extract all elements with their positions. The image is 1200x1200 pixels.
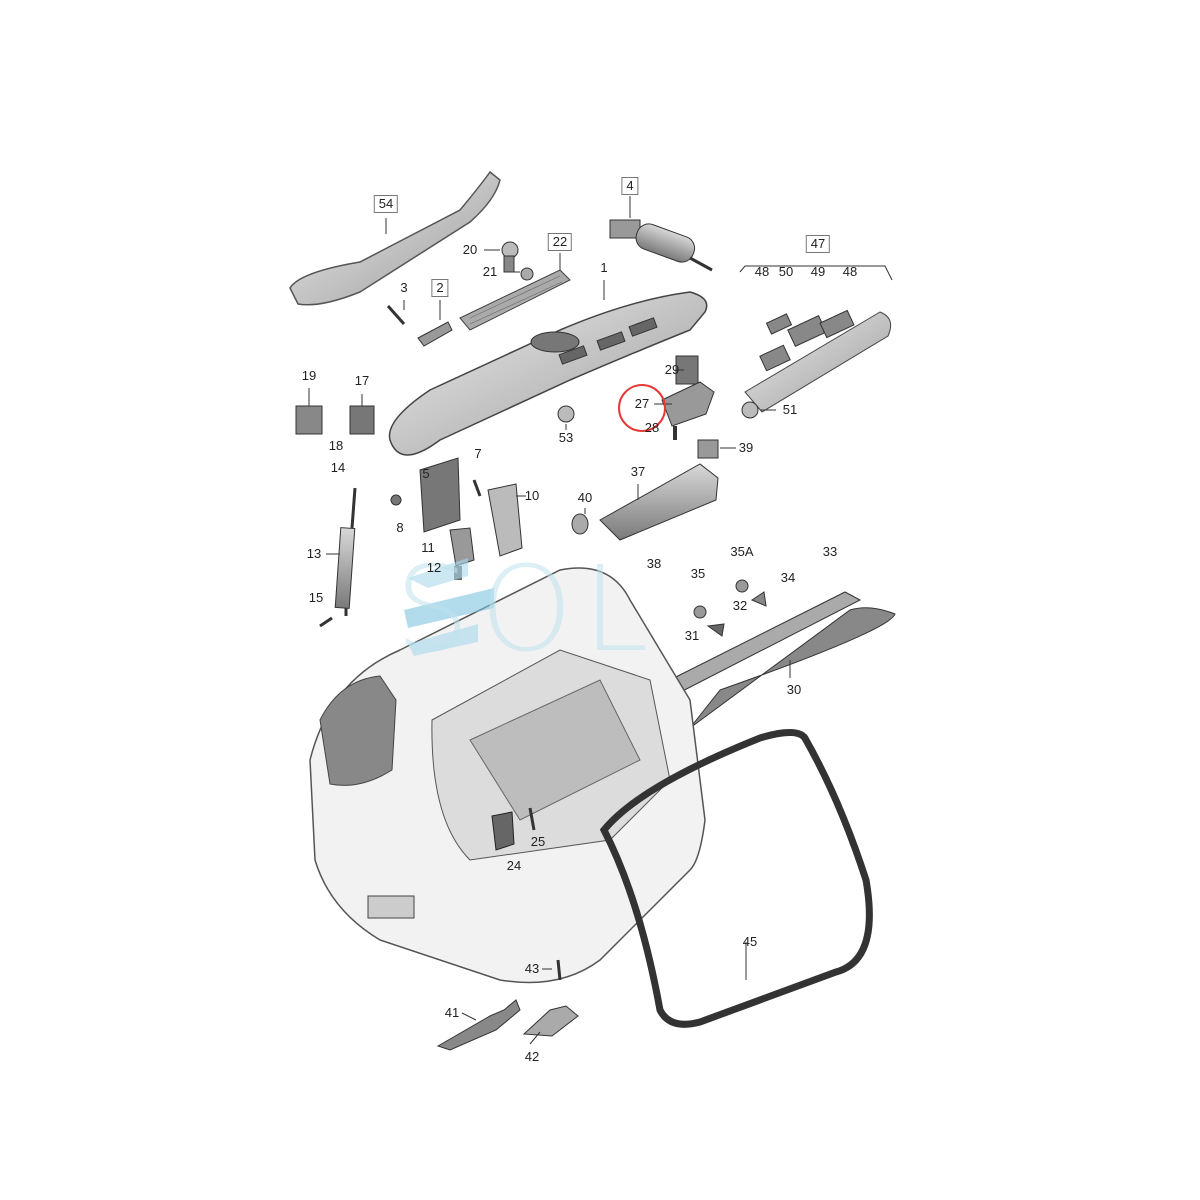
callout-7: 7 — [474, 446, 482, 461]
gas-strut-part — [334, 487, 357, 616]
callout-17: 17 — [354, 373, 370, 388]
callout-2: 2 — [431, 279, 449, 297]
callout-10: 10 — [524, 488, 540, 503]
harness-part — [522, 1005, 579, 1037]
callout-35A: 35A — [730, 544, 754, 559]
watermark-text: SOL — [395, 540, 659, 678]
callout-12: 12 — [426, 560, 442, 575]
callout-53: 53 — [558, 430, 574, 445]
callout-31: 31 — [684, 628, 700, 643]
highlight-circle — [618, 384, 666, 432]
callout-42: 42 — [524, 1049, 540, 1064]
callout-5: 5 — [422, 466, 430, 481]
callout-21: 21 — [482, 264, 498, 279]
striker-part — [491, 811, 515, 851]
callout-4: 4 — [621, 177, 639, 195]
actuator-part — [599, 463, 719, 541]
callout-27: 27 — [634, 396, 650, 411]
callout-39: 39 — [738, 440, 754, 455]
tailgate-trim-part — [388, 291, 708, 456]
door-seal-part — [599, 729, 873, 1028]
callout-22: 22 — [547, 233, 573, 251]
callout-35: 35 — [690, 566, 706, 581]
callout-18: 18 — [328, 438, 344, 453]
sensor-part — [436, 999, 521, 1051]
hinge-cover-part — [295, 405, 323, 435]
callout-48b: 48 — [842, 264, 858, 279]
callout-41: 41 — [444, 1005, 460, 1020]
light-bracket-part — [744, 311, 892, 413]
mesh-strip-part — [459, 269, 571, 331]
clip-part — [501, 241, 534, 281]
callout-13: 13 — [306, 546, 322, 561]
callout-11: 11 — [421, 540, 435, 555]
callout-15: 15 — [308, 590, 324, 605]
callout-1: 1 — [600, 260, 608, 275]
callout-34: 34 — [780, 570, 796, 585]
callout-33: 33 — [822, 544, 838, 559]
spoiler-part — [289, 170, 501, 306]
callout-50: 50 — [778, 264, 794, 279]
callout-3: 3 — [400, 280, 408, 295]
callout-47: 47 — [805, 235, 831, 253]
callout-54: 54 — [373, 195, 399, 213]
callout-29: 29 — [664, 362, 680, 377]
callout-25: 25 — [530, 834, 546, 849]
trim-panel-part — [689, 607, 896, 729]
hinge-part — [349, 405, 375, 435]
callout-20: 20 — [462, 242, 478, 257]
callout-45: 45 — [742, 934, 758, 949]
bracket-part — [419, 457, 461, 533]
gas-cylinder-part — [609, 219, 713, 272]
callout-30: 30 — [786, 682, 802, 697]
callout-40: 40 — [577, 490, 593, 505]
callout-8: 8 — [396, 520, 404, 535]
callout-19: 19 — [301, 368, 317, 383]
callout-38: 38 — [646, 556, 662, 571]
watermark-logo — [404, 558, 494, 656]
callout-37: 37 — [630, 464, 646, 479]
callout-49: 49 — [810, 264, 826, 279]
callout-32: 32 — [732, 598, 748, 613]
cover-part — [487, 483, 523, 557]
callout-24: 24 — [506, 858, 522, 873]
latch-part — [661, 381, 715, 427]
callout-51: 51 — [782, 402, 798, 417]
callout-48a: 48 — [754, 264, 770, 279]
callout-28: 28 — [644, 420, 660, 435]
callout-14: 14 — [330, 460, 346, 475]
callout-43: 43 — [524, 961, 540, 976]
